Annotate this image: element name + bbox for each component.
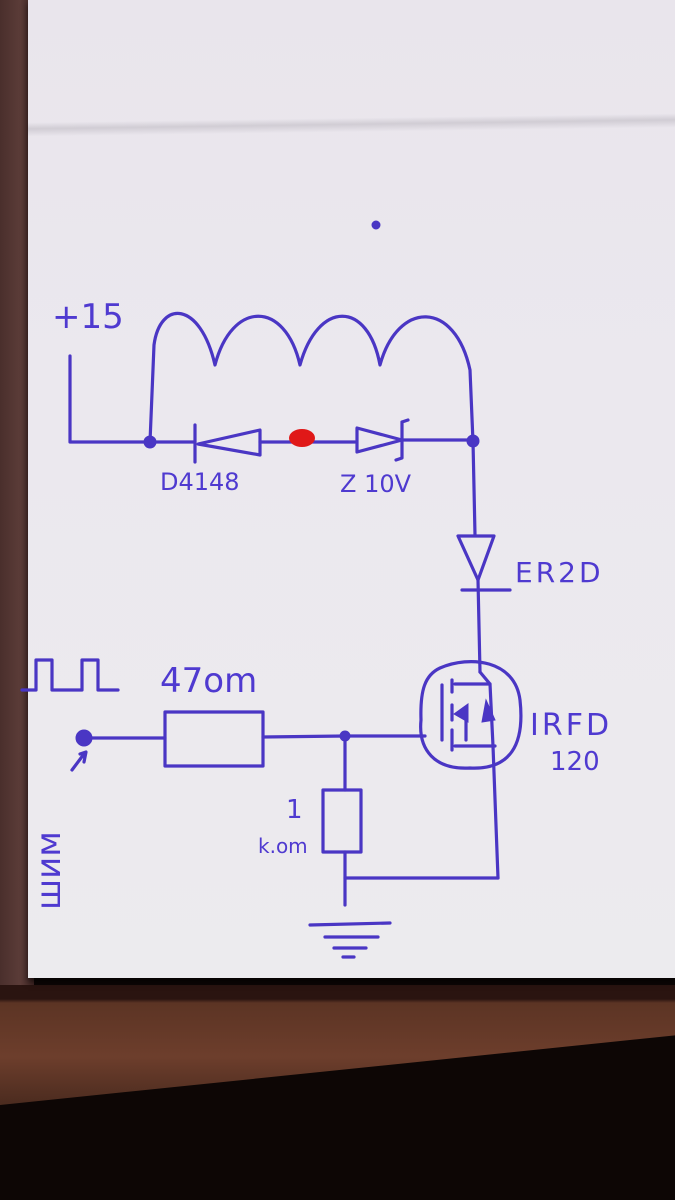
- diode-er2d-triangle: [456, 534, 496, 582]
- pwm-input-label: шим: [29, 831, 69, 910]
- pulldown-resistor-value: 1: [286, 795, 303, 825]
- paper-sheet: [28, 0, 675, 978]
- wire: [476, 578, 482, 674]
- supply-wire: [68, 354, 152, 444]
- diode-d4148-triangle: [196, 428, 262, 457]
- inductor-coil: [148, 311, 475, 444]
- mosfet-body-circle: [419, 660, 523, 770]
- mosfet-drain-source-leads: [453, 682, 497, 748]
- zener-bar: [394, 418, 410, 462]
- red-marker-dot: [289, 429, 315, 447]
- zener-triangle: [355, 426, 404, 454]
- pulldown-resistor: [321, 788, 363, 854]
- mosfet-label-number: 120: [550, 747, 600, 777]
- gate-resistor: [163, 710, 265, 768]
- diode-er2d-label: ER2D: [515, 556, 604, 589]
- mosfet-drain-source-wire: [478, 670, 500, 880]
- mosfet-label-part: IRFD: [530, 708, 612, 743]
- ground-icon: [308, 921, 392, 959]
- gate-resistor-label: 47om: [160, 661, 257, 701]
- input-arrow-icon: [70, 750, 88, 772]
- pwm-waveform-icon: [20, 658, 120, 692]
- diode-d4148-label: D4148: [160, 468, 240, 496]
- zener-label: Z 10V: [340, 470, 412, 498]
- ink-dot: [371, 220, 381, 230]
- pulldown-resistor-unit: k.om: [258, 834, 308, 858]
- supply-voltage-label: +15: [52, 297, 124, 337]
- wire: [471, 439, 477, 537]
